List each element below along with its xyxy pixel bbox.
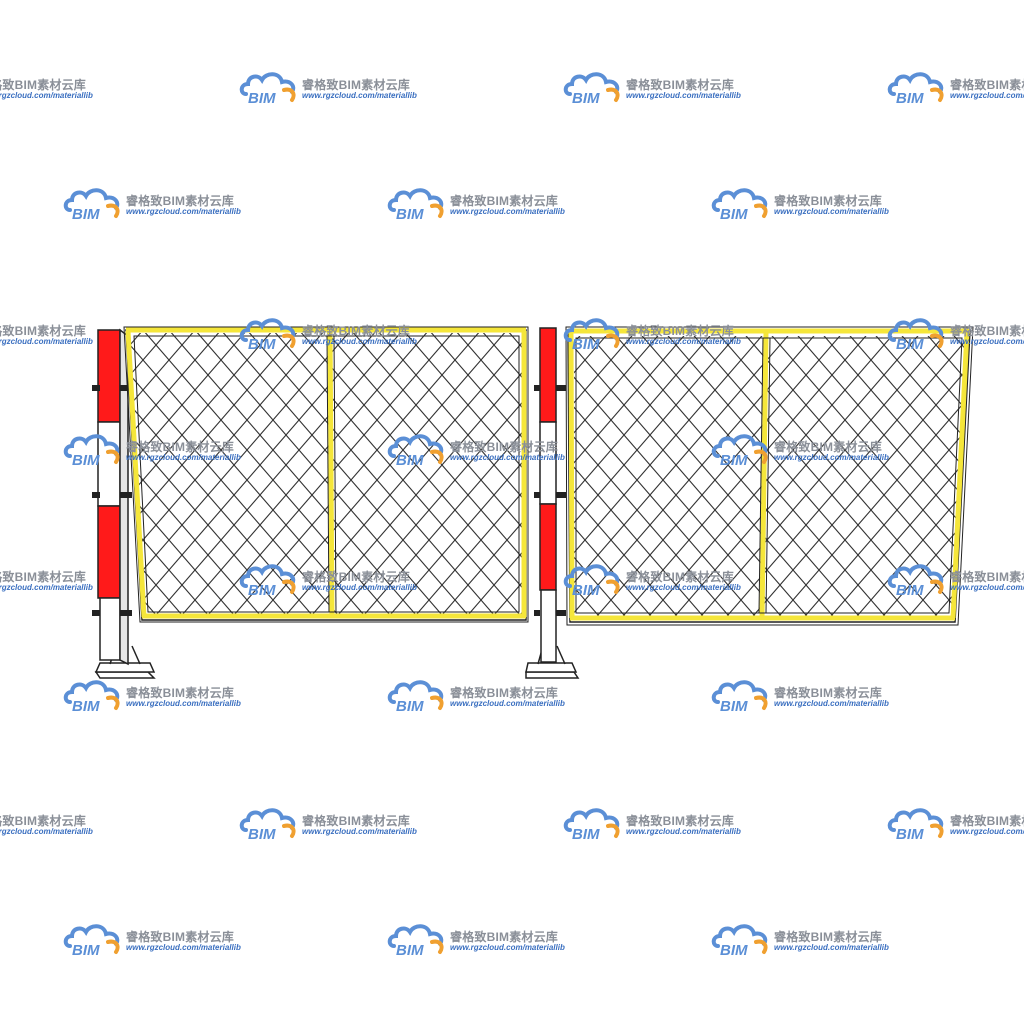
- right-fence-panel: [565, 326, 974, 626]
- left-fence-panel: [123, 326, 529, 623]
- middle-post: [525, 327, 580, 679]
